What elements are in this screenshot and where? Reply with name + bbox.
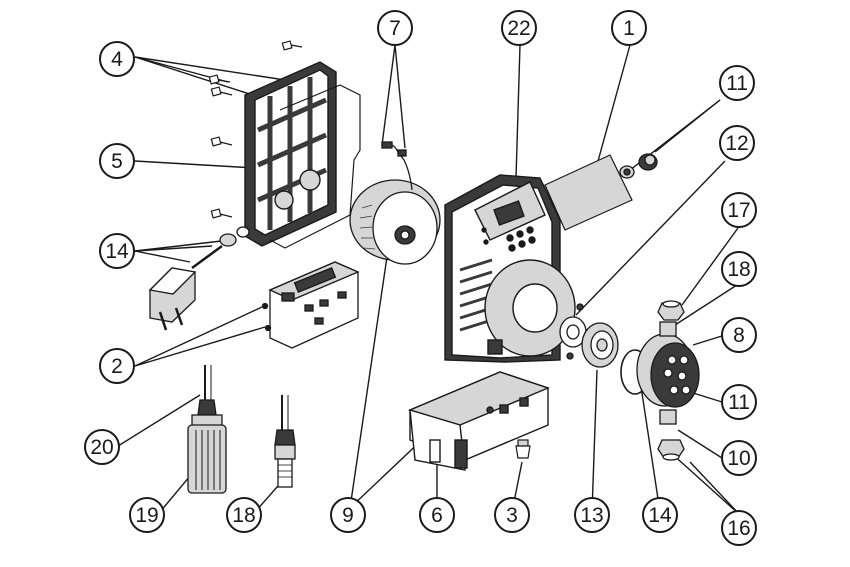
callout-11-right-label: 11 [728,390,750,414]
callout-19-label: 18 [232,503,256,527]
drain-fitting [515,439,531,459]
callout-20-label: 19 [135,503,159,527]
diaphragm [581,322,619,368]
callout-16-label: 16 [727,516,751,540]
callout-17-label: 17 [727,198,751,222]
callout-3-label: 3 [506,503,518,527]
solenoid-magnet [349,141,441,265]
callout-20: 19 [129,497,165,533]
fittings-top [619,153,658,179]
callout-8-label: 8 [733,323,745,347]
callout-12: 12 [719,125,755,161]
screws [208,40,303,219]
callout-21-label: 20 [90,435,114,459]
callout-2: 2 [99,348,135,384]
callout-16: 16 [721,510,757,546]
callout-14: 14 [642,497,678,533]
callout-13-label: 13 [580,503,604,527]
diaphragm-ring [559,303,587,360]
callout-1-label: 1 [623,16,635,40]
pump-housing [444,174,576,363]
callout-6: 6 [419,497,455,533]
callout-7-label: 7 [389,16,401,40]
callout-13: 13 [574,497,610,533]
callout-4: 4 [99,41,135,77]
foot-filter [187,365,227,494]
callout-5-label: 5 [111,149,123,173]
callout-8: 8 [721,317,757,353]
callout-22-label: 22 [507,16,531,40]
callout-12-label: 12 [725,131,749,155]
callout-21: 20 [84,429,120,465]
callout-10-label: 10 [727,446,751,470]
power-plug-cable [148,226,250,331]
callout-9: 9 [330,497,366,533]
callout-4-label: 4 [111,47,123,71]
callout-11-top: 11 [719,65,755,101]
callout-17: 17 [721,192,757,228]
callout-2-label: 2 [111,354,123,378]
callout-11-top-label: 11 [726,71,748,95]
callout-19: 18 [226,497,262,533]
pump-head [636,300,700,461]
callout-18: 18 [721,251,757,287]
rear-cover-plate [244,61,361,249]
callout-7: 7 [377,10,413,46]
wall-bracket [407,371,550,471]
callout-10: 10 [721,440,757,476]
callout-15-label: 14 [105,239,129,263]
callout-5: 5 [99,143,135,179]
injection-valve [274,395,296,488]
callout-11-right: 11 [721,384,757,420]
callout-22: 22 [501,10,537,46]
callout-9-label: 9 [342,503,354,527]
callout-18-label: 18 [727,257,751,281]
callout-14-label: 14 [648,503,672,527]
label-plate [544,154,633,231]
callout-3: 3 [494,497,530,533]
callout-1: 1 [611,10,647,46]
electronic-board [261,261,360,349]
callout-15: 14 [99,233,135,269]
callout-6-label: 6 [431,503,443,527]
